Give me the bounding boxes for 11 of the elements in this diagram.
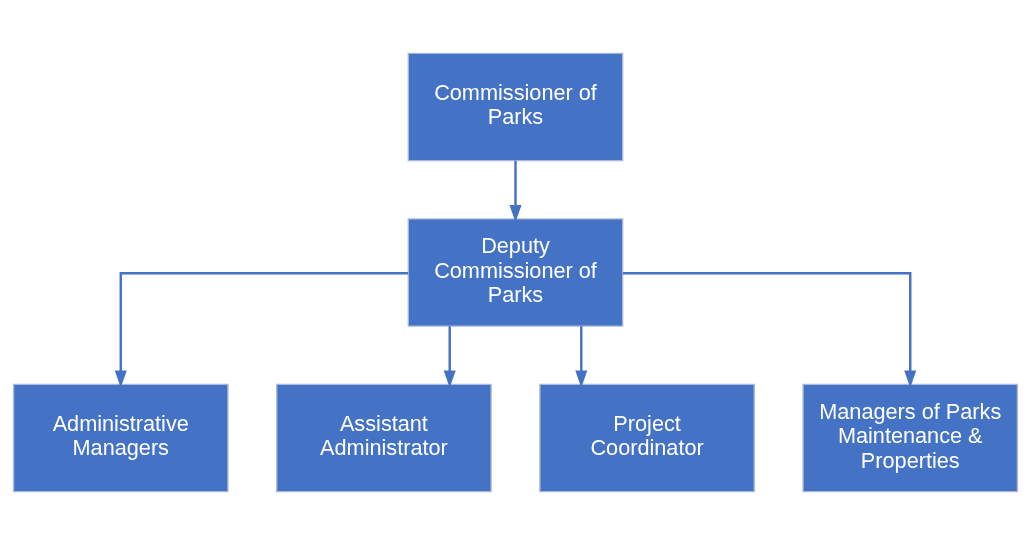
arrow — [575, 325, 588, 388]
arrow — [114, 271, 409, 388]
node-box: Assistant Administrator — [276, 383, 492, 492]
node-box: Commissioner of Parks — [407, 52, 624, 161]
node-box: Managers of Parks Maintenance & Properties — [802, 383, 1019, 492]
arrow — [509, 160, 522, 222]
node-box: Administrative Managers — [12, 383, 229, 492]
node-box: Deputy Commissioner of Parks — [407, 217, 624, 327]
arrow — [622, 271, 917, 388]
node-box: Project Coordinator — [539, 383, 755, 492]
arrow — [443, 325, 456, 388]
